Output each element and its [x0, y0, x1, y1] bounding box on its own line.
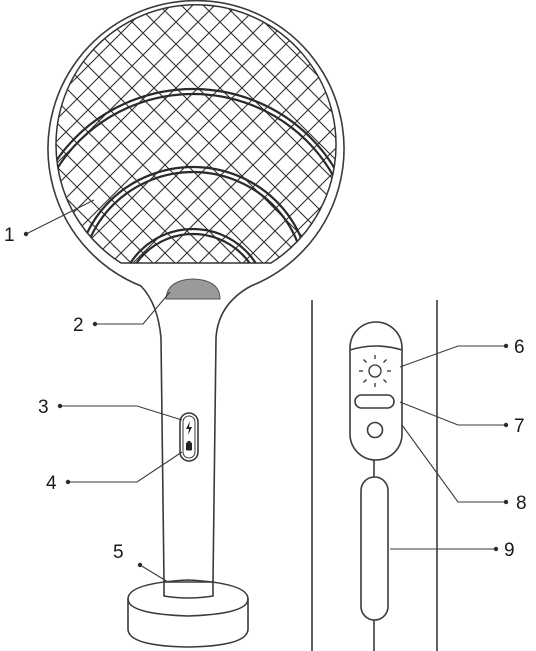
indicator-panel: [179, 412, 199, 462]
net-arc-outer: [55, 87, 337, 263]
net-hub-cap: [165, 278, 221, 300]
round-button-icon: [366, 421, 384, 439]
leader-3: [60, 405, 183, 421]
leader-dot-5: [137, 562, 143, 568]
leader-5: [139, 564, 169, 583]
leader-6: [399, 345, 506, 368]
leader-dot-8: [503, 499, 509, 505]
leader-8: [401, 424, 506, 503]
leader-dot-2: [92, 321, 98, 327]
callout-1: 1: [4, 225, 15, 246]
callout-3: 3: [38, 397, 49, 418]
battery-icon: [186, 441, 192, 451]
callout-6: 6: [514, 337, 525, 358]
control-module: [349, 321, 403, 461]
slide-switch-icon: [354, 394, 395, 409]
leader-dot-9: [493, 546, 499, 552]
callout-7: 7: [514, 416, 525, 437]
leader-4: [68, 451, 183, 483]
charging-base: [127, 579, 249, 648]
net-arc-middle: [74, 165, 312, 263]
leader-1: [25, 199, 95, 235]
racket-frame: [47, 0, 345, 583]
leader-dot-3: [57, 403, 63, 409]
leader-7: [399, 401, 506, 426]
leader-dot-4: [65, 479, 71, 485]
callout-8: 8: [516, 493, 527, 514]
leader-dot-1: [23, 231, 29, 237]
electric-mesh-net: [55, 4, 337, 264]
callout-9: 9: [504, 540, 515, 561]
handle-grip-slot: [360, 476, 389, 621]
callout-2: 2: [73, 315, 84, 336]
lightning-bolt-icon: [186, 421, 192, 435]
callout-4: 4: [46, 473, 57, 494]
leader-2: [95, 291, 171, 325]
leader-dot-6: [503, 343, 509, 349]
callout-5: 5: [113, 542, 124, 563]
sun-icon: [359, 355, 391, 387]
leader-dot-7: [503, 422, 509, 428]
leader-lines: [23, 199, 509, 583]
net-arc-inner: [117, 227, 269, 263]
